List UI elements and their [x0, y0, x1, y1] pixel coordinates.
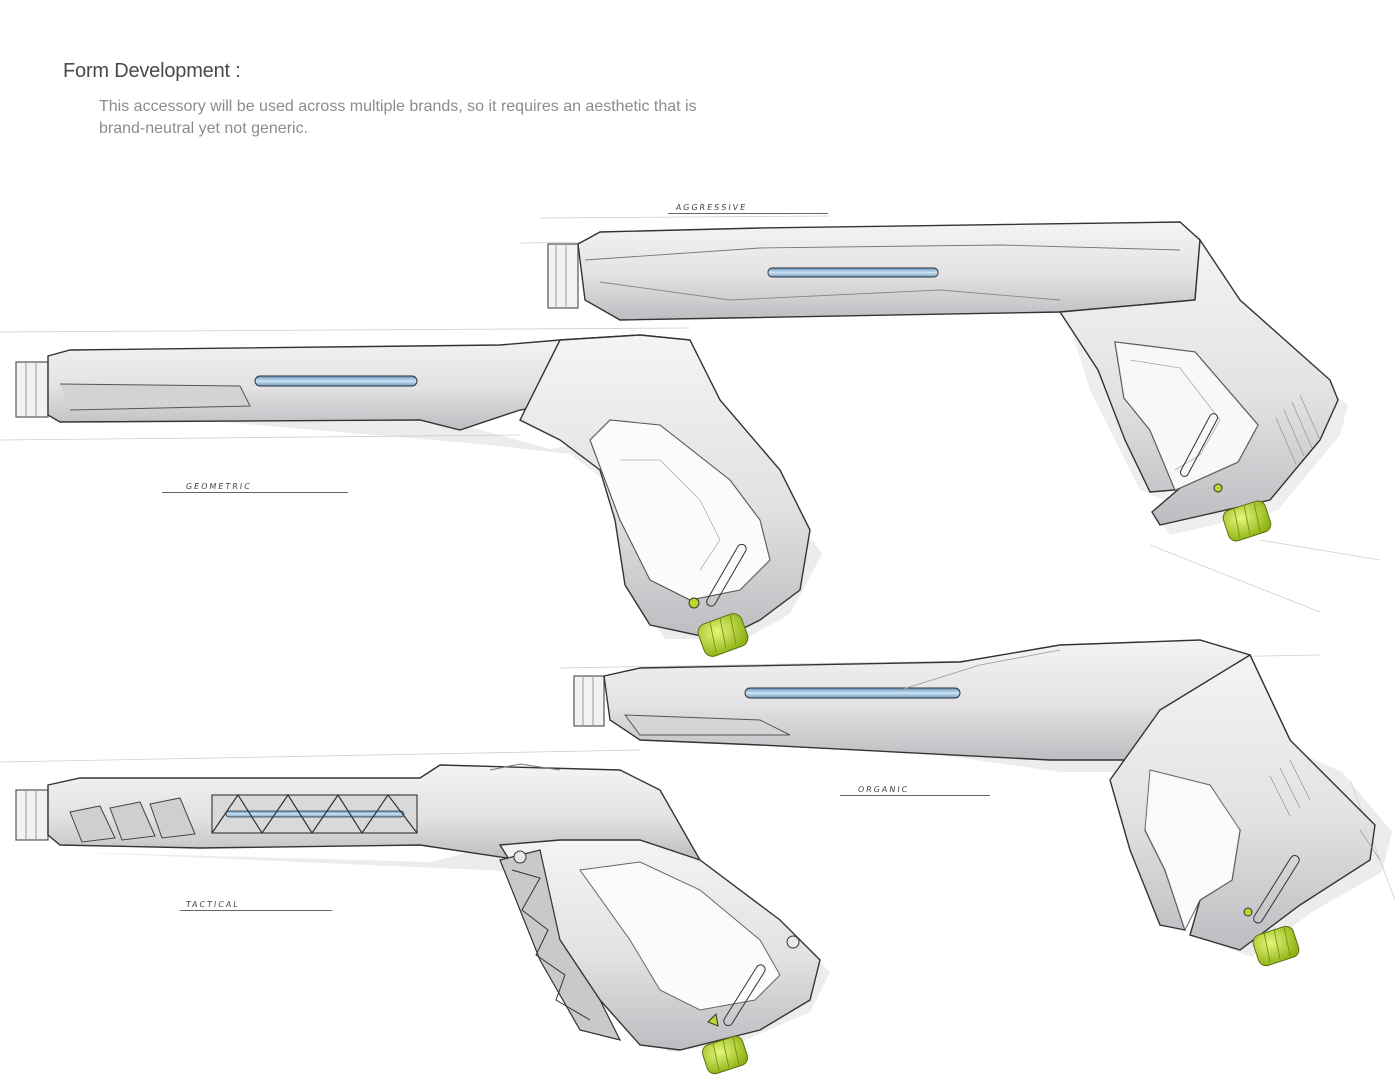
page-title: Form Development :: [63, 60, 241, 82]
concept-label-aggressive: Aggressive: [675, 199, 749, 213]
concept-label-organic-underline: [840, 795, 990, 796]
concept-label-geometric: Geometric: [185, 478, 253, 492]
concept-sketch-aggressive: [547, 221, 1348, 542]
concept-label-tactical-underline: [180, 910, 332, 911]
concept-label-organic: Organic: [857, 781, 911, 795]
concept-label-geometric-underline: [162, 492, 348, 493]
concept-sketch-geometric: [15, 334, 822, 657]
concept-label-tactical: Tactical: [185, 896, 241, 910]
page-description: This accessory will be used across multi…: [99, 98, 697, 137]
concept-label-aggressive-underline: [668, 213, 828, 214]
concept-sketch-tactical: [15, 763, 830, 1075]
concept-sketch-organic: [573, 639, 1392, 967]
